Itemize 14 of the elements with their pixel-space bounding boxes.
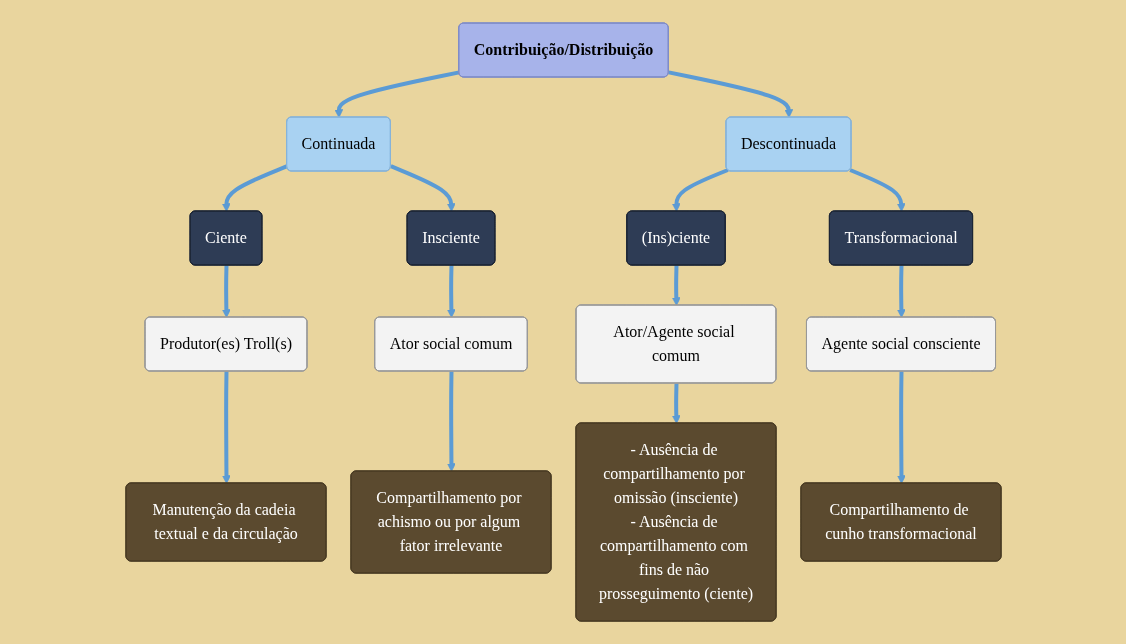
arrow	[389, 164, 456, 212]
arrow	[896, 265, 906, 318]
arrow	[848, 168, 906, 212]
arrow	[333, 70, 460, 118]
arrow	[671, 265, 681, 306]
arrow	[221, 164, 288, 212]
arrow	[667, 70, 793, 118]
arrow	[896, 371, 906, 484]
arrow	[671, 168, 729, 212]
arrow	[221, 371, 231, 484]
arrow	[446, 371, 456, 472]
arrow	[446, 265, 456, 318]
arrow	[671, 383, 681, 424]
arrow	[221, 265, 231, 318]
